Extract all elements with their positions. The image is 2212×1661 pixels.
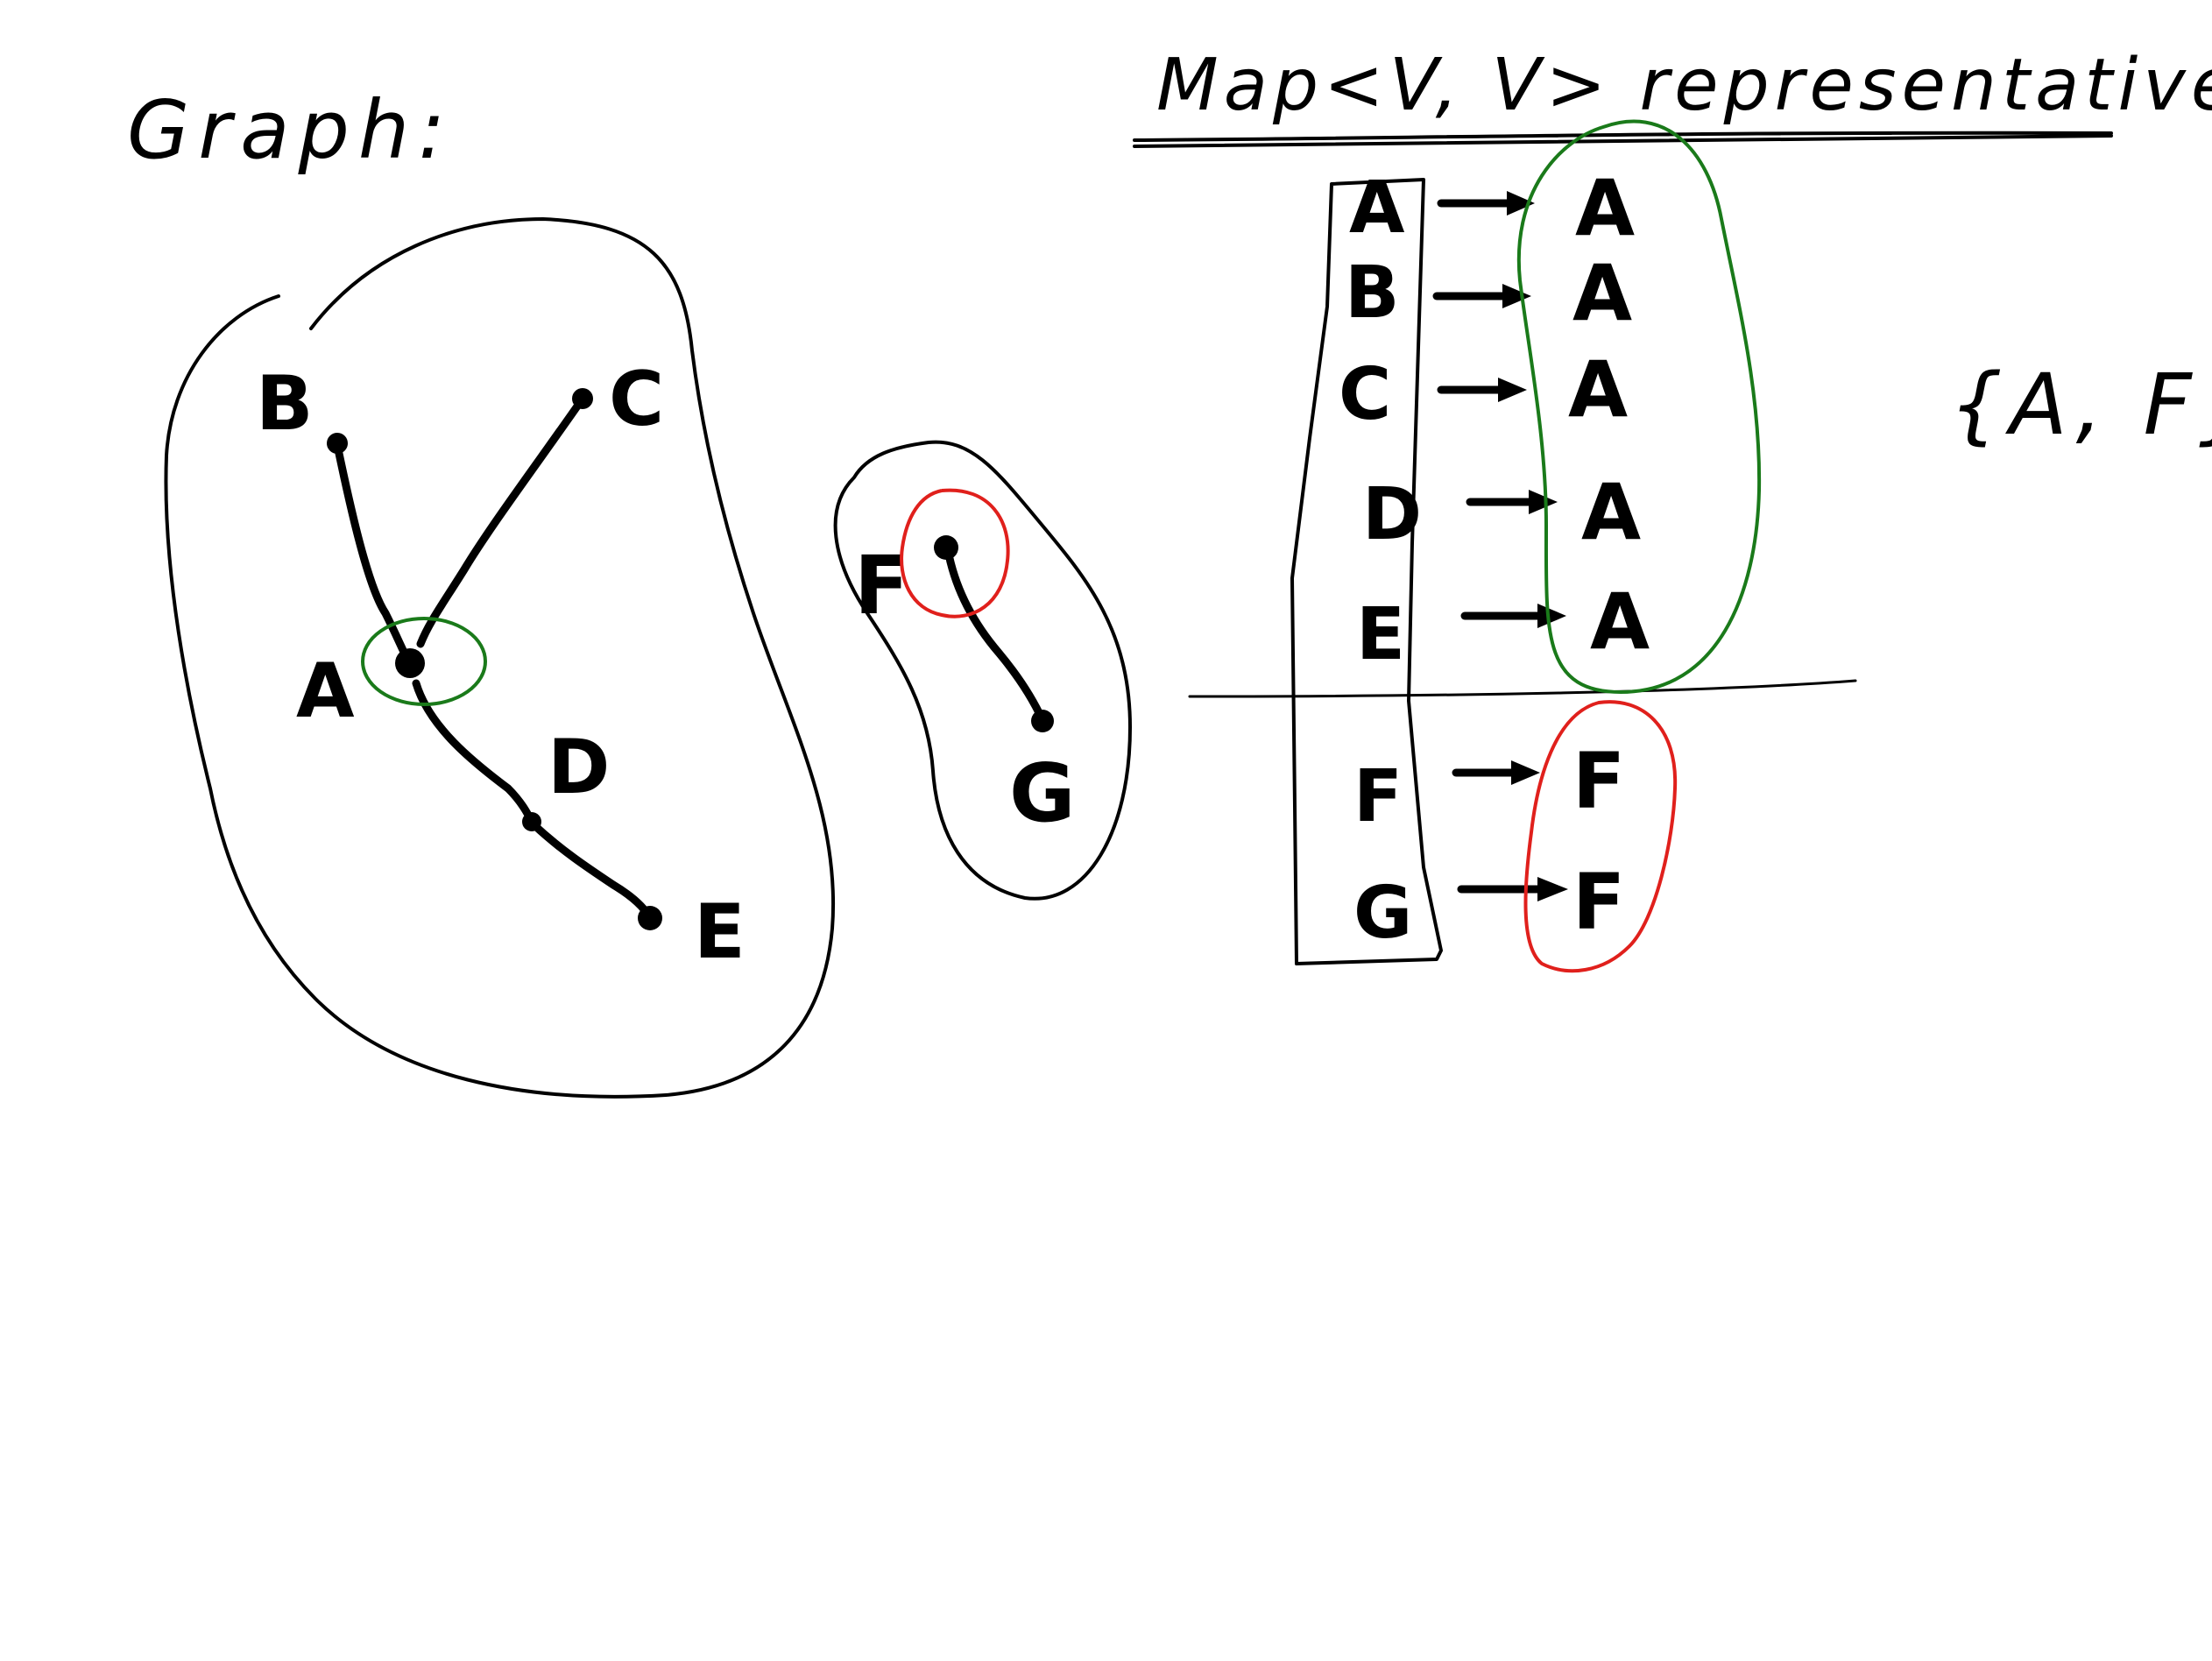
component-outline-fg [833,440,1132,901]
node-g-label: G [1009,746,1076,840]
map-keys: A B C D E F G [1339,166,1422,955]
map-key-e: E [1356,593,1405,676]
red-component-loop [1523,700,1678,973]
edge-d-e [530,821,654,922]
map-value-c: A [1568,344,1628,435]
map-value-d: A [1581,467,1641,557]
map-arrow-d [1466,490,1558,514]
map-value-f: F [1572,736,1625,826]
graph-edges [333,394,1047,922]
graph-nodes [327,388,1054,930]
map-value-g: F [1572,857,1625,947]
node-d-label: D [548,724,610,811]
map-key-d: D [1362,473,1422,556]
component-outline-abcde [164,216,835,1099]
edge-a-b [333,441,414,668]
map-arrow-e [1460,604,1566,628]
map-arrow-a [1437,191,1535,216]
node-c-dot [572,388,593,409]
map-value-a: A [1575,163,1635,253]
node-e-dot [638,906,662,930]
edge-a-c [416,394,587,648]
map-arrow-f [1452,760,1540,785]
node-a-label: A [296,647,355,735]
node-a-representative-highlight [361,617,487,706]
node-d-dot [522,812,541,831]
map-component-divider [1188,679,1857,698]
node-g-dot [1031,710,1054,732]
edge-f-g [943,546,1047,724]
representatives-set: {A, F} [1949,356,2212,454]
graph-title: Graph: [127,83,454,177]
map-key-f: F [1353,755,1403,838]
node-a-dot [395,648,425,678]
map-key-a: A [1349,166,1405,250]
node-f-representative-highlight [900,488,1010,618]
node-f-dot [934,535,958,560]
map-values: A A A A A F F [1568,163,1650,947]
map-value-b: A [1572,248,1632,338]
node-e-label: E [694,888,746,976]
map-key-g: G [1353,872,1412,955]
map-key-column-box [1290,178,1443,965]
map-value-e: A [1590,576,1650,667]
graph-node-labels: B C A D E F G [256,356,1076,976]
green-component-loop [1516,119,1762,695]
map-arrow-b [1432,284,1531,308]
map-key-b: B [1345,251,1400,335]
map-arrow-c [1437,378,1527,402]
node-b-dot [327,433,348,454]
edge-a-d [412,679,536,826]
node-c-label: C [609,356,664,443]
map-heading: Map<V, V> representative: [1156,44,2212,127]
map-key-c: C [1339,353,1391,436]
node-b-label: B [256,360,314,448]
map-arrows [1432,191,1568,901]
map-arrow-g [1457,877,1568,901]
map-heading-underline [1133,131,2113,148]
